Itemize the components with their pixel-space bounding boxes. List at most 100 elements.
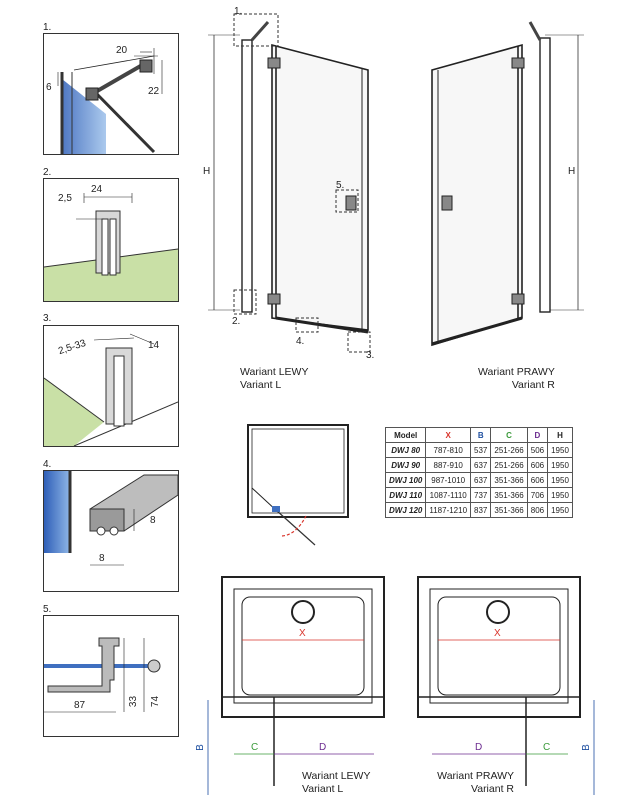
door-left-caption: Wariant LEWY Variant L — [240, 366, 308, 392]
col-model: Model — [384, 427, 427, 443]
door-right-drawing — [431, 21, 584, 347]
table-cell: DWJ 100 — [384, 472, 427, 488]
table-cell: DWJ 120 — [384, 502, 427, 518]
detail-2-dim-25: 2,5 — [58, 193, 72, 204]
detail-4-dim-8-width: 8 — [99, 553, 105, 564]
detail-2-drawing — [44, 193, 178, 301]
plan-right-x-label: X — [494, 628, 501, 639]
door-left-caption-line1: Wariant LEWY — [240, 366, 309, 378]
table-cell: 251-266 — [490, 442, 528, 458]
plan-left-caption-line2: Variant L — [302, 783, 344, 795]
table-cell: 1950 — [547, 442, 573, 458]
plan-right-b-label: B — [580, 744, 592, 751]
table-cell: 706 — [526, 487, 549, 503]
table-cell: 987-1010 — [425, 472, 472, 488]
plan-left-caption-line1: Wariant LEWY — [302, 770, 371, 782]
table-row: DWJ 120 1187-1210 837 351-366 806 1950 — [384, 502, 573, 518]
table-cell: 637 — [470, 472, 492, 488]
plan-right-c-label: C — [543, 742, 551, 753]
detail-1-dim-6: 6 — [46, 82, 52, 93]
detail-3-dim-14: 14 — [148, 340, 160, 351]
plan-left-x-label: X — [299, 628, 306, 639]
table-cell: 351-366 — [490, 502, 528, 518]
table-cell: 606 — [526, 472, 549, 488]
col-x: X — [425, 427, 472, 443]
opening-plan-drawing — [247, 424, 349, 546]
detail-1-number: 1. — [43, 22, 52, 33]
table-cell: 1950 — [547, 487, 573, 503]
col-h: H — [547, 427, 573, 443]
table-cell: 1950 — [547, 502, 573, 518]
plan-right-caption-line2: Variant R — [471, 783, 514, 795]
table-cell: DWJ 110 — [384, 487, 427, 503]
col-d: D — [526, 427, 549, 443]
table-cell: 506 — [526, 442, 549, 458]
detail-2-panel: 24 2,5 — [43, 178, 179, 302]
table-cell: 537 — [470, 442, 492, 458]
detail-1-panel: 20 6 22 — [43, 33, 179, 155]
detail-5-dim-33: 33 — [128, 695, 140, 708]
detail-5-drawing — [44, 637, 161, 713]
plan-left-drawing — [207, 576, 385, 795]
table-cell: DWJ 90 — [384, 457, 427, 473]
detail-3-drawing — [44, 333, 178, 446]
callout-5: 5. — [336, 180, 345, 191]
detail-3-panel: 2,5-33 14 — [43, 325, 179, 447]
col-c: C — [490, 427, 528, 443]
callout-1: 1. — [234, 6, 243, 17]
table-cell: 251-266 — [490, 457, 528, 473]
plan-left-b-label: B — [194, 744, 206, 751]
detail-1-dim-20: 20 — [116, 45, 128, 56]
plan-right-caption: Wariant PRAWY Variant R — [432, 770, 514, 796]
table-row: DWJ 100 987-1010 637 351-366 606 1950 — [384, 472, 573, 488]
spec-table: Model X B C D H DWJ 80 787-810 537 251-2… — [384, 427, 573, 518]
door-left-height-label: H — [203, 166, 211, 177]
detail-2-dim-24: 24 — [91, 184, 103, 195]
detail-2-number: 2. — [43, 167, 52, 178]
table-cell: 351-366 — [490, 487, 528, 503]
door-right-caption: Wariant PRAWY Variant R — [478, 366, 555, 392]
detail-4-dim-8-height: 8 — [150, 515, 156, 526]
callout-3: 3. — [366, 350, 375, 361]
detail-5-panel: 87 33 74 — [43, 615, 179, 737]
table-row: DWJ 80 787-810 537 251-266 506 1950 — [384, 442, 573, 458]
plan-right-drawing — [417, 576, 595, 795]
detail-1-dim-22: 22 — [148, 86, 160, 97]
table-cell: 787-810 — [425, 442, 472, 458]
plan-right-d-label: D — [475, 742, 483, 753]
plan-right-caption-line1: Wariant PRAWY — [437, 770, 514, 782]
detail-4-panel: 8 8 — [43, 470, 179, 592]
door-right-height-label: H — [568, 166, 576, 177]
table-row: DWJ 110 1087-1110 737 351-366 706 1950 — [384, 487, 573, 503]
door-left-caption-line2: Variant L — [240, 379, 282, 391]
detail-5-number: 5. — [43, 604, 52, 615]
detail-4-drawing — [44, 471, 178, 566]
door-right-caption-line2: Variant R — [511, 379, 555, 391]
table-cell: 351-366 — [490, 472, 528, 488]
table-cell: 606 — [526, 457, 549, 473]
table-cell: 1950 — [547, 457, 573, 473]
table-cell: DWJ 80 — [384, 442, 427, 458]
callout-4: 4. — [296, 336, 305, 347]
table-cell: 1187-1210 — [425, 502, 472, 518]
table-cell: 887-910 — [425, 457, 472, 473]
table-cell: 637 — [470, 457, 492, 473]
detail-3-number: 3. — [43, 313, 52, 324]
table-cell: 737 — [470, 487, 492, 503]
callout-2: 2. — [232, 316, 241, 327]
table-cell: 1087-1110 — [425, 487, 472, 503]
table-cell: 837 — [470, 502, 492, 518]
table-cell: 806 — [526, 502, 549, 518]
table-cell: 1950 — [547, 472, 573, 488]
door-right-caption-line1: Wariant PRAWY — [478, 366, 555, 378]
plan-left-d-label: D — [319, 742, 327, 753]
table-row: DWJ 90 887-910 637 251-266 606 1950 — [384, 457, 573, 473]
spec-table-header-row: Model X B C D H — [384, 427, 573, 443]
detail-4-number: 4. — [43, 459, 52, 470]
plan-left-c-label: C — [251, 742, 259, 753]
detail-5-dim-74: 74 — [150, 695, 162, 708]
detail-1-drawing — [57, 48, 163, 154]
col-b: B — [470, 427, 492, 443]
door-left-drawing — [208, 13, 371, 353]
plan-left-caption: Wariant LEWY Variant L — [302, 770, 370, 796]
